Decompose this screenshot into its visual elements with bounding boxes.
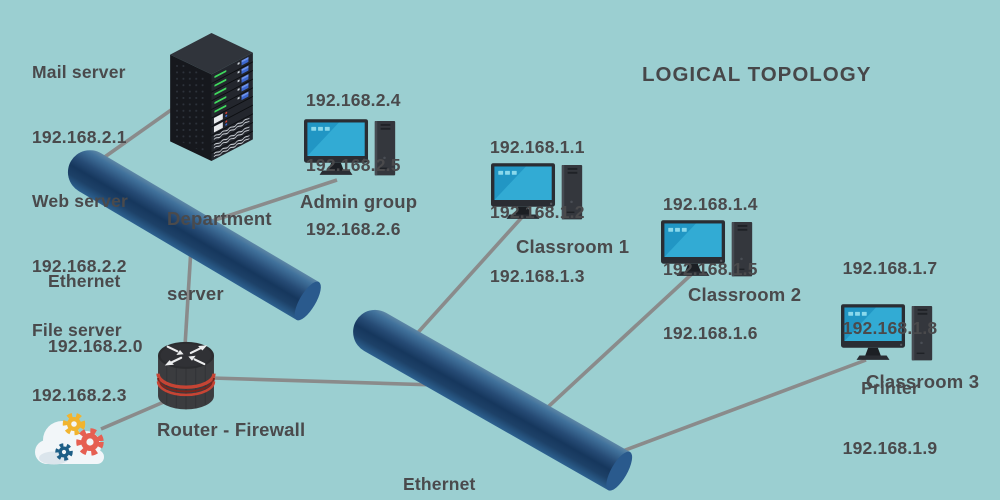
ip-line: 192.168.1.4: [663, 194, 758, 214]
ip-line: 192.168.1.6: [663, 323, 758, 343]
classroom-3-ip-list: 192.168.1.7 192.168.1.8 Printer 192.168.…: [836, 218, 944, 498]
classroom-2-label: Classroom 2: [688, 284, 802, 305]
ip-line: 192.168.2.1: [32, 126, 127, 147]
link-router-to-bus2: [211, 376, 437, 387]
diagram-title: LOGICAL TOPOLOGY: [642, 63, 872, 86]
classroom-1-label: Classroom 1: [516, 236, 630, 257]
ip-line: 192.168.1.7: [842, 258, 938, 278]
ip-line: 192.168.1.9: [842, 438, 938, 458]
classroom-3-label: Classroom 3: [866, 371, 980, 392]
ip-line: 192.168.1.3: [490, 266, 585, 286]
network-name: Ethernet: [403, 474, 476, 494]
ip-line: Mail server: [32, 62, 126, 82]
classroom-1-ip-list: 192.168.1.1 192.168.1.2 192.168.1.3: [490, 94, 585, 331]
link-classroom2-to-bus2: [546, 270, 696, 409]
ip-line: 192.168.2.6: [306, 219, 401, 239]
ip-line: 192.168.2.3: [32, 384, 127, 405]
link-admin-group-to-bus1: [205, 178, 338, 225]
link-bus1-to-router: [183, 247, 193, 347]
ip-line: File server: [32, 320, 122, 340]
link-classroom1-to-bus2: [411, 213, 526, 340]
ip-line: 192.168.1.8: [842, 318, 938, 338]
admin-group-ip-list: 192.168.2.4 192.168.2.5 192.168.2.6: [306, 47, 401, 284]
server-rack-icon: [162, 32, 261, 162]
printer-line: Printer: [861, 378, 919, 398]
ip-line: 192.168.1.2: [490, 201, 585, 222]
ip-line: Web server: [32, 191, 129, 211]
label-line: Department: [167, 208, 272, 229]
department-server-label: Department server: [167, 156, 272, 356]
link-cloud-to-router: [100, 399, 167, 431]
ip-line: 192.168.2.2: [32, 255, 127, 276]
label-line: server: [167, 283, 224, 304]
ethernet-2-label: Ethernet 192.168.1.0: [403, 431, 498, 500]
network-name: Ethernet: [48, 271, 121, 291]
ethernet-1-label: Ethernet 192.168.2.0: [48, 228, 143, 400]
ip-line: 192.168.1.1: [490, 137, 585, 157]
admin-group-label: Admin group: [300, 191, 418, 212]
ip-line: 192.168.1.5: [663, 258, 758, 279]
network-ip: 192.168.2.0: [48, 335, 143, 356]
router-firewall-label: Router - Firewall: [157, 419, 306, 440]
department-server-ip-list: Mail server 192.168.2.1 Web server 192.1…: [32, 19, 128, 449]
link-department-server-to-bus1: [97, 101, 183, 163]
link-classroom3-to-bus2: [611, 358, 867, 457]
classroom-2-ip-list: 192.168.1.4 192.168.1.5 192.168.1.6: [663, 151, 758, 388]
ip-line: 192.168.2.4: [306, 90, 401, 110]
ip-line: 192.168.2.5: [306, 154, 401, 175]
